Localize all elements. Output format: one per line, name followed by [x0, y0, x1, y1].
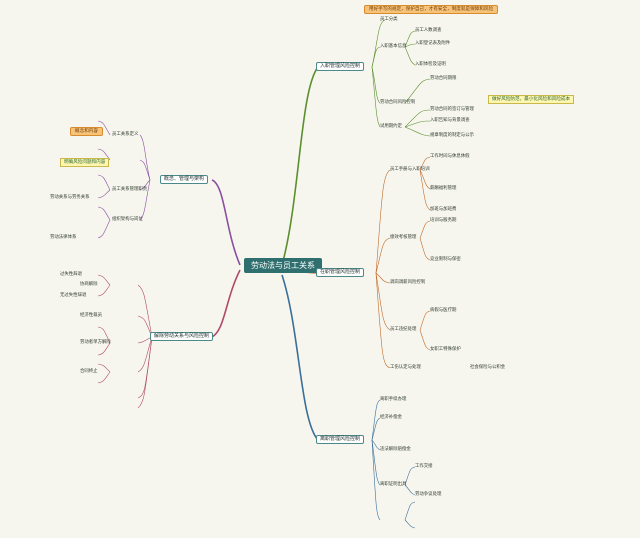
label-work-hours: 工作时间与休息休假 [430, 154, 470, 159]
label-medical-check: 入职体检及证明 [415, 62, 446, 67]
label-illegal-termination: 违法解除赔偿金 [380, 447, 411, 452]
branch-employment-risk[interactable]: 在职管理风险控制 [316, 268, 365, 277]
label-mutual-termination: 协商解除 [80, 282, 98, 287]
label-discipline: 员工违纪处理 [390, 327, 417, 332]
label-handover: 工作交接 [415, 464, 433, 469]
label-female-protection: 女职工特殊保护 [430, 347, 461, 352]
branch-concept-structure[interactable]: 概念、管理与架构 [160, 175, 209, 184]
label-exit-procedure: 离职手续办理 [380, 397, 407, 402]
branch-offboarding-risk[interactable]: 离职管理风险控制 [316, 435, 365, 444]
label-transfer: 调岗调薪风险控制 [390, 280, 426, 285]
connector-b4 [211, 179, 241, 266]
label-handbook: 员工手册与入职培训 [390, 167, 430, 172]
callout-concept-content: 概念和内容 [70, 127, 103, 136]
label-performance: 绩效考核管理 [390, 235, 417, 240]
label-training: 培训与服务期 [430, 218, 457, 223]
label-headcount: 员工人数调查 [415, 28, 442, 33]
label-sick-leave: 病假与医疗期 [430, 308, 457, 313]
label-labor-vs-service: 劳动关系与劳务关系 [50, 195, 90, 200]
label-noncompete: 竞业限制与保密 [430, 257, 461, 262]
connector-b3 [281, 274, 319, 441]
callout-risk-prevention-note: 做好风险防范，最小化风险和风险成本 [488, 95, 575, 104]
label-dispute: 劳动争议处理 [415, 492, 442, 497]
label-background-check: 入职告知与背景调查 [430, 118, 470, 123]
label-org-structure: 组织架构与岗位 [112, 217, 143, 222]
label-contract-term: 劳动合同期限 [430, 76, 457, 81]
label-exit-certificate: 离职证明出具 [380, 482, 407, 487]
label-work-injury: 工伤认定与处理 [390, 365, 421, 370]
connector-b5 [211, 269, 241, 338]
label-overtime: 加班与加班费 [430, 207, 457, 212]
connector-b1 [281, 66, 319, 266]
label-employee-resignation: 劳动者单方解除 [80, 340, 111, 345]
label-social-insurance: 社会保险与公积金 [470, 365, 506, 370]
label-fault-dismissal: 过失性辞退 [60, 272, 82, 277]
label-nonfault-dismissal: 无过失性辞退 [60, 293, 87, 298]
label-compensation: 薪酬福利管理 [430, 186, 457, 191]
callout-risk-issues: 明确风险问题和内容 [60, 158, 110, 167]
branch-termination-risk[interactable]: 解除劳动关系与风险控制 [150, 332, 214, 341]
label-contract-risk: 劳动合同风险控制 [380, 100, 416, 105]
label-contract-end: 合同终止 [80, 369, 98, 374]
label-er-definition: 员工关系定义 [112, 132, 139, 137]
label-onboarding-form: 入职登记表及附件 [415, 41, 451, 46]
label-onboarding-info: 入职基本信息 [380, 44, 407, 49]
label-employee-type: 员工分类 [380, 17, 398, 22]
label-rules-publish: 规章制度的制定与公示 [430, 133, 474, 138]
branch-onboarding-risk[interactable]: 入职管理风险控制 [316, 62, 365, 71]
label-labor-law-system: 劳动法律体系 [50, 235, 77, 240]
label-probation: 试用期约定 [380, 124, 402, 129]
label-severance: 经济补偿金 [380, 415, 402, 420]
root-node[interactable]: 劳动法与员工关系 [244, 258, 322, 273]
label-layoff: 经济性裁员 [80, 313, 102, 318]
label-contract-signing: 劳动合同的签订与管理 [430, 107, 474, 112]
callout-rules-note: 用好手写的规定，保护自己，才有安全，制度就是保障和风险 [364, 5, 499, 14]
label-er-duties: 员工关系管理职责 [112, 187, 148, 192]
